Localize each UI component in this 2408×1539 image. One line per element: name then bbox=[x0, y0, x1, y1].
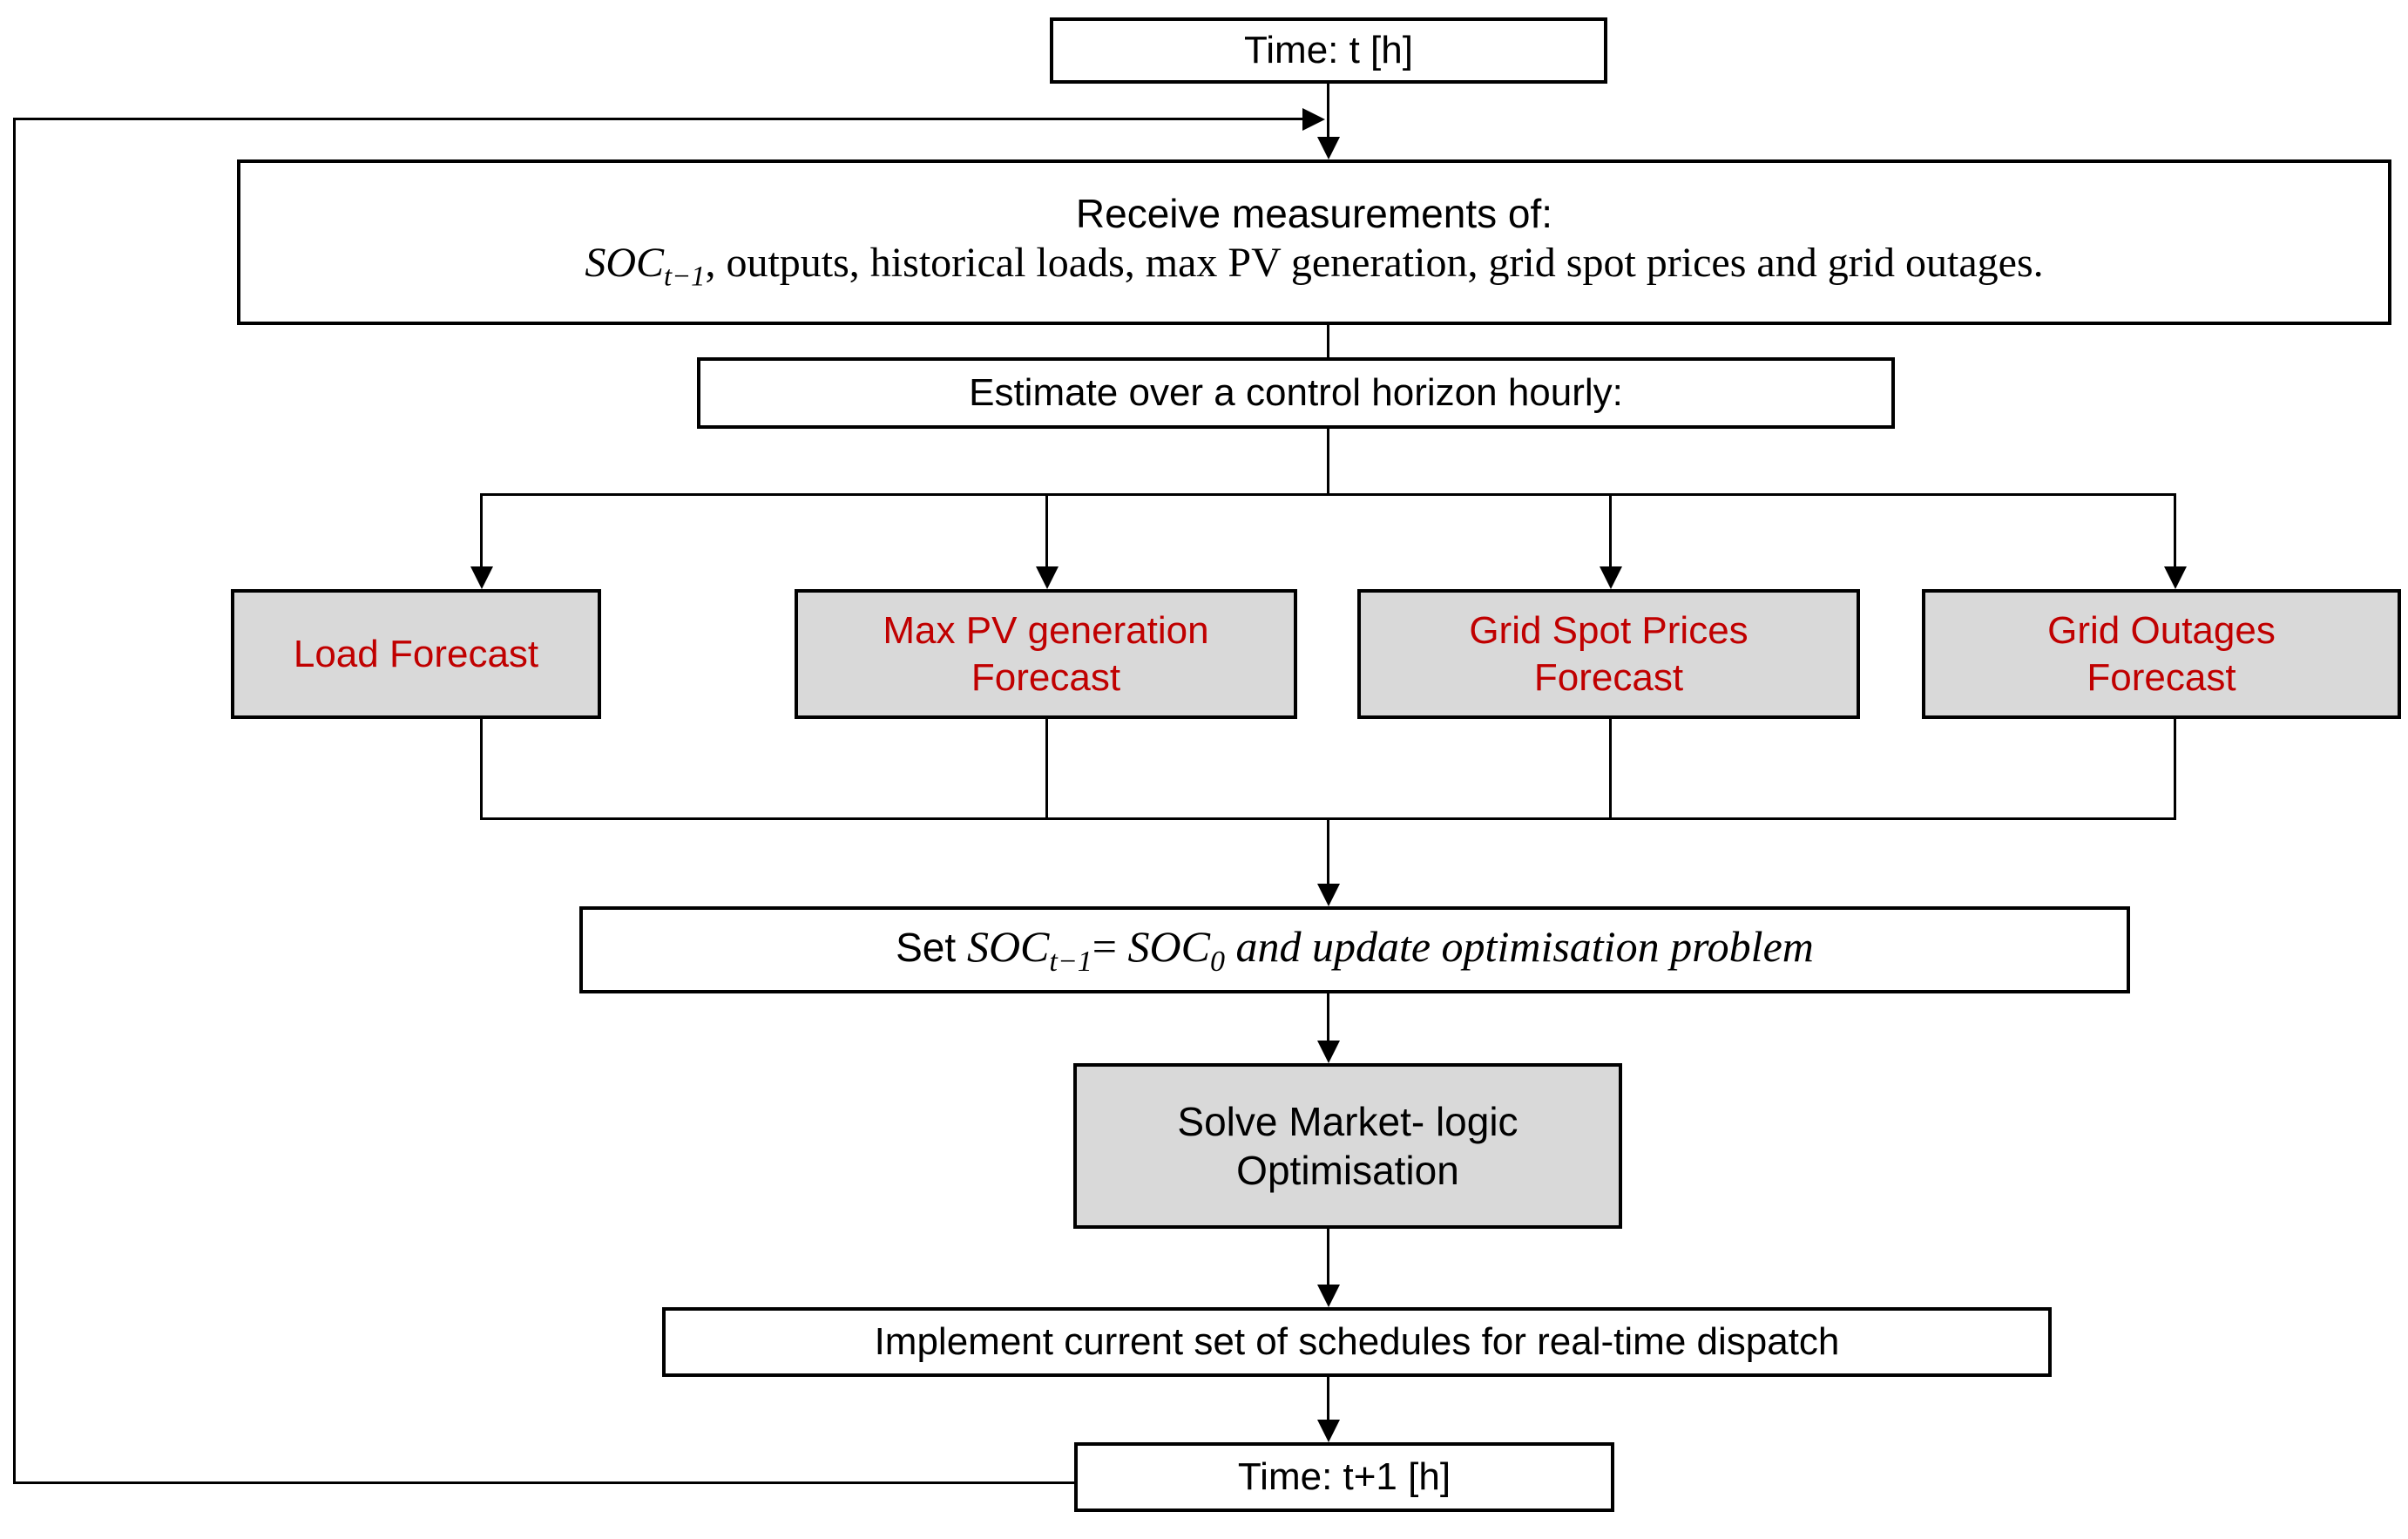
arrowhead-into-solve bbox=[1317, 1041, 1340, 1063]
set-soc-subscript-1: t−1 bbox=[1049, 945, 1092, 978]
node-time-next[interactable]: Time: t+1 [h] bbox=[1074, 1442, 1614, 1512]
node-forecast-load-label: Load Forecast bbox=[293, 632, 539, 675]
set-soc-equals: = bbox=[1092, 921, 1128, 971]
feedback-top-segment bbox=[13, 118, 1302, 120]
connector-solve-to-implement bbox=[1327, 1229, 1329, 1285]
node-receive-measurements[interactable]: Receive measurements of: SOCt−1, outputs… bbox=[237, 159, 2391, 325]
forecast-branch-bus bbox=[480, 493, 2174, 496]
node-time-start-label: Time: t [h] bbox=[1244, 29, 1413, 72]
arrowhead-into-implement bbox=[1317, 1285, 1340, 1307]
node-time-next-label: Time: t+1 [h] bbox=[1237, 1455, 1451, 1499]
arrowhead-into-forecast-2 bbox=[1036, 566, 1059, 589]
node-forecast-grid-outages[interactable]: Grid Outages Forecast bbox=[1922, 589, 2401, 719]
node-receive-line2: SOCt−1, outputs, historical loads, max P… bbox=[232, 238, 2397, 295]
node-set-soc[interactable]: Set SOCt−1= SOC0 and update optimisation… bbox=[579, 906, 2130, 993]
feedback-left-segment bbox=[13, 118, 16, 1484]
connector-forecast-2-to-merge bbox=[1045, 719, 1048, 819]
node-solve-optimisation-label: Solve Market- logic Optimisation bbox=[1177, 1098, 1519, 1193]
set-soc-symbol-1: SOC bbox=[966, 921, 1050, 971]
connector-implement-to-time-next bbox=[1327, 1377, 1329, 1420]
set-soc-prefix: Set bbox=[896, 924, 967, 970]
connector-time-start-to-receive bbox=[1327, 83, 1329, 137]
connector-forecast-3-to-merge bbox=[1609, 719, 1612, 819]
soc-symbol: SOC bbox=[585, 240, 665, 287]
node-time-start[interactable]: Time: t [h] bbox=[1050, 17, 1607, 84]
node-set-soc-label: Set SOCt−1= SOC0 and update optimisation… bbox=[583, 920, 2127, 980]
connector-bus-to-forecast-1 bbox=[480, 493, 483, 566]
node-estimate-horizon[interactable]: Estimate over a control horizon hourly: bbox=[697, 357, 1895, 429]
connector-receive-to-estimate bbox=[1327, 325, 1329, 358]
node-implement-schedules-label: Implement current set of schedules for r… bbox=[874, 1320, 1840, 1364]
node-forecast-load[interactable]: Load Forecast bbox=[231, 589, 601, 719]
node-forecast-max-pv-label: Max PV generation Forecast bbox=[883, 608, 1209, 699]
connector-merge-to-set-soc bbox=[1327, 817, 1329, 884]
node-solve-optimisation[interactable]: Solve Market- logic Optimisation bbox=[1073, 1063, 1622, 1229]
set-soc-symbol-2: SOC bbox=[1127, 921, 1210, 971]
node-forecast-max-pv[interactable]: Max PV generation Forecast bbox=[795, 589, 1297, 719]
connector-estimate-to-bus bbox=[1327, 429, 1329, 494]
feedback-bottom-segment bbox=[13, 1481, 1076, 1484]
arrowhead-feedback-join bbox=[1302, 108, 1325, 131]
node-receive-line1: Receive measurements of: bbox=[1075, 191, 1553, 237]
node-implement-schedules[interactable]: Implement current set of schedules for r… bbox=[662, 1307, 2052, 1377]
node-forecast-grid-outages-label: Grid Outages Forecast bbox=[2047, 608, 2276, 699]
connector-bus-to-forecast-2 bbox=[1045, 493, 1048, 566]
soc-subscript: t−1 bbox=[664, 261, 706, 293]
arrowhead-into-forecast-3 bbox=[1600, 566, 1622, 589]
arrowhead-into-forecast-4 bbox=[2164, 566, 2187, 589]
connector-forecast-4-to-merge bbox=[2174, 719, 2176, 819]
node-forecast-grid-spot-prices[interactable]: Grid Spot Prices Forecast bbox=[1357, 589, 1860, 719]
node-estimate-label: Estimate over a control horizon hourly: bbox=[969, 371, 1623, 415]
arrowhead-into-receive bbox=[1317, 137, 1340, 159]
node-receive-line2-rest: , outputs, historical loads, max PV gene… bbox=[705, 240, 2044, 287]
arrowhead-into-forecast-1 bbox=[470, 566, 493, 589]
set-soc-subscript-2: 0 bbox=[1209, 945, 1225, 978]
arrowhead-into-set-soc bbox=[1317, 884, 1340, 906]
set-soc-suffix: and update optimisation problem bbox=[1224, 921, 1814, 971]
node-forecast-grid-spot-prices-label: Grid Spot Prices Forecast bbox=[1469, 608, 1749, 699]
connector-forecast-1-to-merge bbox=[480, 719, 483, 819]
connector-bus-to-forecast-3 bbox=[1609, 493, 1612, 566]
arrowhead-into-time-next bbox=[1317, 1420, 1340, 1442]
connector-set-soc-to-solve bbox=[1327, 993, 1329, 1041]
connector-bus-to-forecast-4 bbox=[2174, 493, 2176, 566]
